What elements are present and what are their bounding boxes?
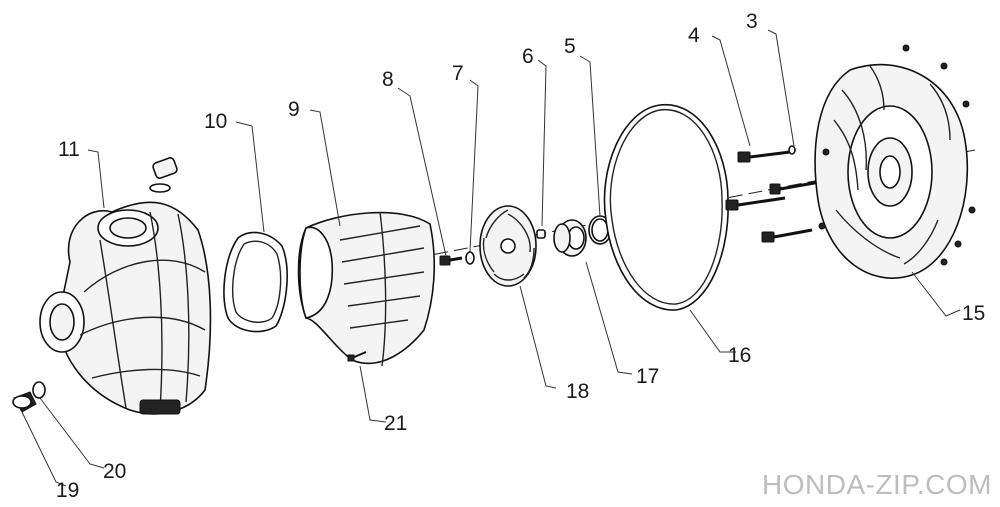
callout-19: 19 [56,479,79,502]
leader-lines [21,29,961,487]
callout-21: 21 [384,412,407,435]
pump-casing [39,201,212,415]
impeller-bolt [439,255,463,266]
callout-5: 5 [564,35,576,58]
screw-21 [347,351,367,362]
mechanical-seal [553,219,587,257]
callout-17: 17 [636,365,659,388]
washer-3 [788,145,796,155]
callout-7: 7 [452,62,464,85]
callout-9: 9 [288,98,300,121]
callout-18: 18 [566,380,589,403]
fill-plug [149,157,178,193]
callout-6: 6 [522,45,534,68]
callout-20: 20 [103,460,126,483]
callout-8: 8 [382,68,394,91]
site-watermark: HONDA-ZIP.COM [762,469,992,500]
impeller [479,205,537,287]
volute-case [297,211,436,367]
callout-15: 15 [962,302,985,325]
impeller-washer [465,251,475,265]
bolts [725,150,821,243]
callout-10: 10 [204,110,227,133]
shaft-key [536,229,546,239]
pump-cover [814,44,976,279]
large-o-ring [603,103,729,311]
callout-4: 4 [688,24,700,47]
callout-16: 16 [728,344,751,367]
drain-plug [12,391,37,413]
drain-washer [32,381,46,399]
callout-3: 3 [746,10,758,33]
volute-gasket [223,231,288,333]
callout-11: 11 [58,138,80,161]
